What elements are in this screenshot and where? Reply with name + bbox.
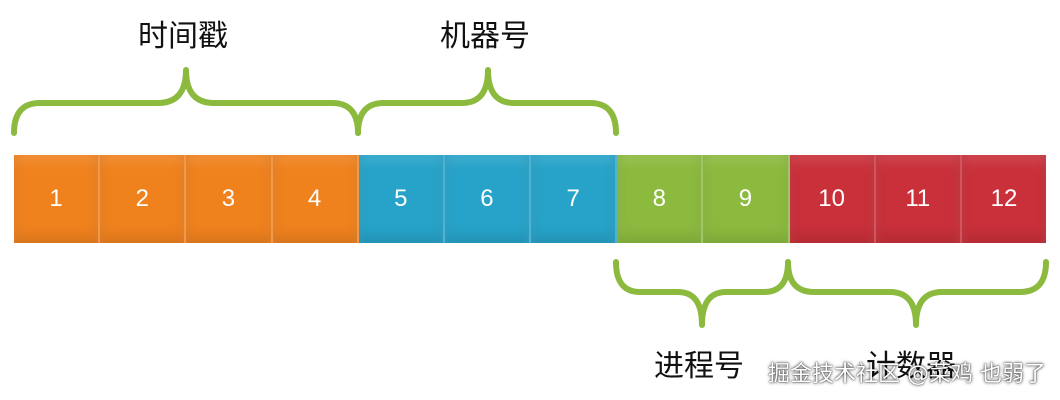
counter-brace: [785, 259, 1049, 328]
machine-id-label: 机器号: [440, 19, 530, 54]
process-id-brace: [613, 259, 791, 328]
byte-cell-7: 7: [531, 155, 618, 243]
timestamp-label: 时间戳: [138, 19, 228, 54]
byte-cell-3: 3: [186, 155, 273, 243]
byte-cell-10: 10: [789, 155, 876, 243]
byte-cell-9: 9: [703, 155, 790, 243]
watermark-text: 掘金技术社区 @菜鸡 也弱了: [768, 362, 1046, 387]
byte-cell-5: 5: [358, 155, 445, 243]
byte-cell-8: 8: [617, 155, 704, 243]
byte-cell-11: 11: [875, 155, 962, 243]
machine-id-brace: [355, 67, 619, 136]
counter-label: 计数器: [866, 349, 956, 384]
byte-cell-2: 2: [100, 155, 187, 243]
byte-cell-4: 4: [272, 155, 359, 243]
byte-cell-6: 6: [444, 155, 532, 243]
byte-cell-1: 1: [14, 155, 101, 243]
timestamp-brace: [11, 67, 361, 136]
process-id-label: 进程号: [654, 349, 744, 384]
byte-cell-12: 12: [961, 155, 1047, 243]
